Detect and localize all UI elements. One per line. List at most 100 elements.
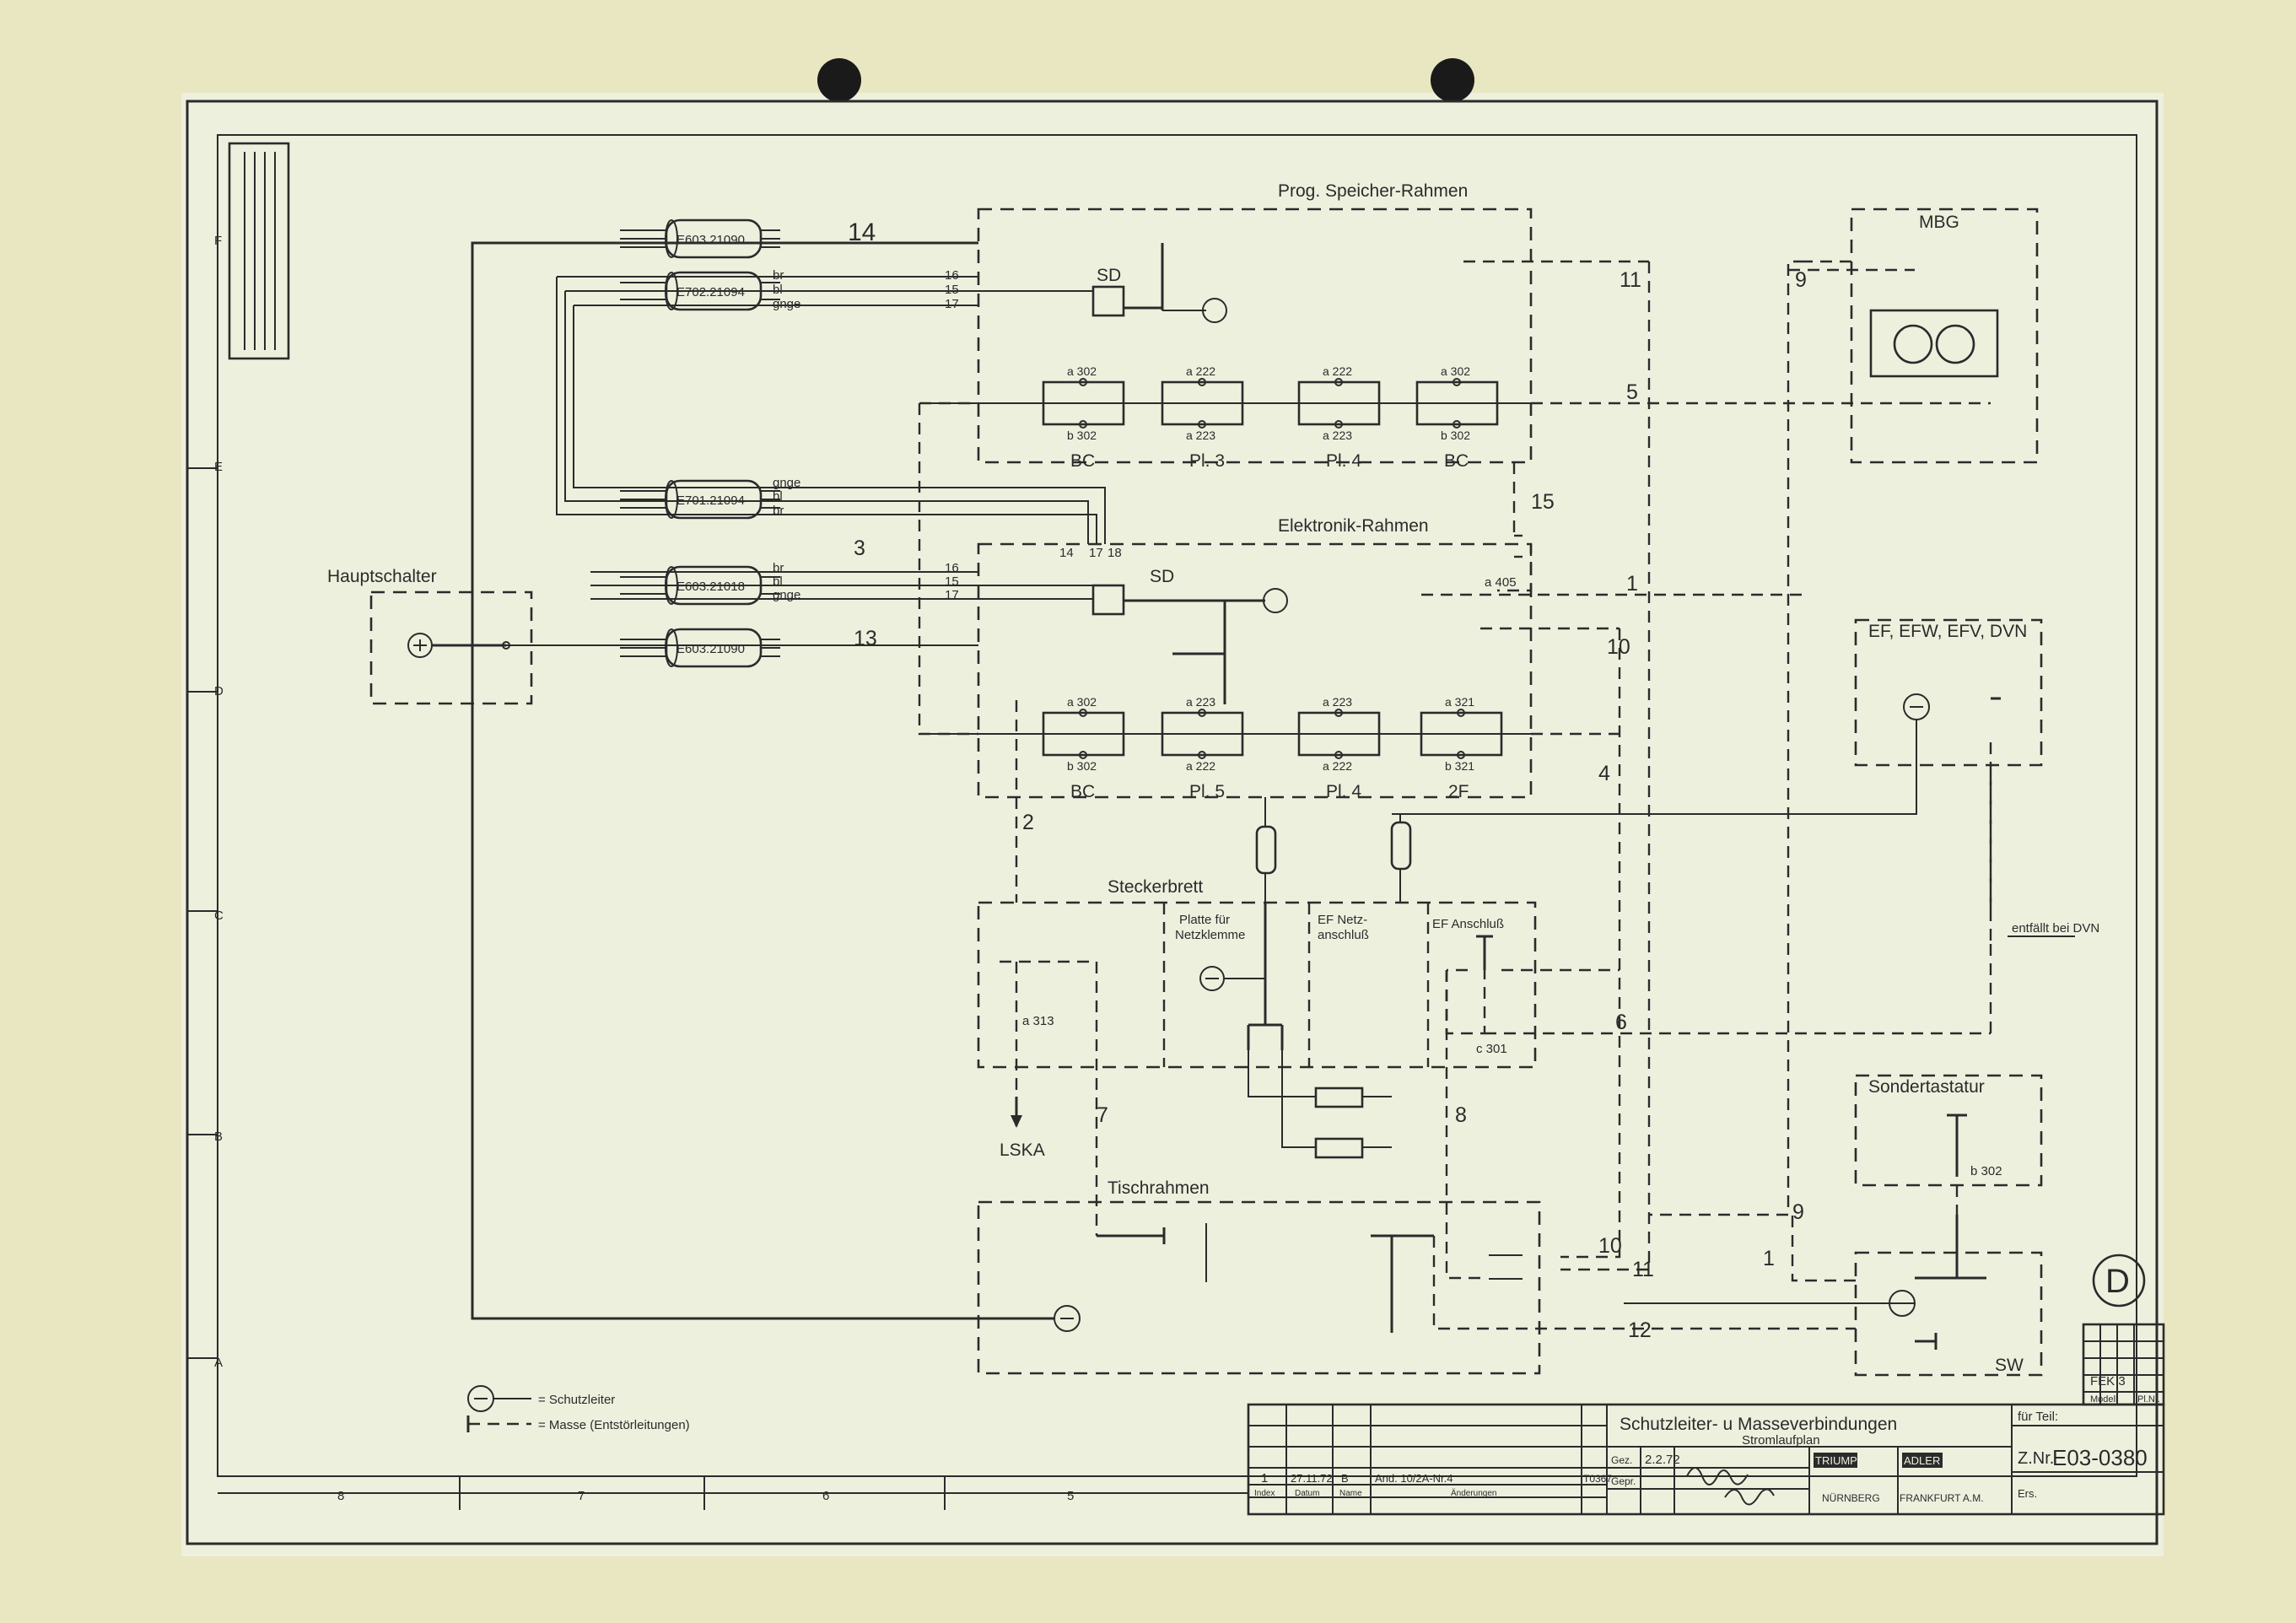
- grid-number-6: 6: [822, 1489, 829, 1503]
- platte-label: Platte für: [1179, 913, 1230, 927]
- znr-value: E03-0380: [2052, 1445, 2148, 1470]
- grid-letter-d: D: [214, 684, 224, 698]
- col-datum: Datum: [1295, 1489, 1319, 1498]
- relay-bottom-label: a 223: [1186, 429, 1215, 442]
- relay-name: BC: [1070, 782, 1095, 801]
- sd-top-label: SD: [1097, 266, 1121, 285]
- legend-masse: = Masse (Entstörleitungen): [538, 1418, 690, 1432]
- relay-top-label: a 302: [1441, 364, 1470, 378]
- pin-17-bottom: 17: [945, 588, 959, 602]
- elektronik-label: Elektronik-Rahmen: [1278, 516, 1429, 536]
- grid-letter-c: C: [214, 909, 224, 923]
- wire-15: 15: [1531, 490, 1555, 514]
- hauptschalter-box: [369, 590, 533, 705]
- adler-city: FRANKFURT A.M.: [1900, 1492, 1984, 1504]
- triumph-logo: [1814, 1453, 1857, 1468]
- title-text: Schutzleiter- u Masseverbindungen: [1620, 1415, 1897, 1434]
- cable-group: E603.21090E702.21094E701.21094E603.21018…: [620, 218, 780, 668]
- grid-number-8: 8: [337, 1489, 344, 1503]
- ef-group-label: EF, EFW, EFV, DVN: [1868, 622, 2027, 641]
- contact-a313: a 313: [1022, 1014, 1054, 1028]
- pin-18: 18: [1108, 546, 1122, 560]
- wire-color-gnge-3: gnge: [773, 588, 800, 602]
- stamp-value: T0367: [1583, 1473, 1612, 1485]
- contact-c301: c 301: [1476, 1042, 1507, 1056]
- relay-top-label: a 222: [1186, 364, 1215, 378]
- col-aenderungen: Änderungen: [1451, 1488, 1497, 1498]
- legend: = Schutzleiter = Masse (Entstörleitungen…: [466, 1385, 690, 1432]
- punch-hole-left: [817, 58, 861, 102]
- drawing-sheet: [181, 93, 2164, 1556]
- relay-bottom-label: b 302: [1441, 429, 1470, 442]
- wire-color-gnge-2: gnge: [773, 476, 800, 490]
- cable-label-4: E603.21018: [676, 580, 745, 594]
- elektronik-box: [977, 542, 1533, 799]
- pin-16-bottom: 16: [945, 561, 959, 575]
- relay-bottom-label: a 222: [1186, 759, 1215, 773]
- gez-label: Gez.: [1611, 1454, 1632, 1466]
- wire-8: 8: [1455, 1103, 1467, 1127]
- grid-bottom: 8 7 6 5: [218, 1476, 1248, 1510]
- ef-group-box: [1854, 618, 2043, 767]
- wire-9-bottom: 9: [1792, 1200, 1804, 1224]
- relay-name: Pl. 3: [1189, 451, 1225, 471]
- wire-11-bottom: 11: [1632, 1258, 1654, 1281]
- lska-label: LSKA: [1000, 1140, 1045, 1160]
- relay-top-label: a 222: [1323, 364, 1352, 378]
- platte-label-2: Netzklemme: [1175, 928, 1245, 942]
- hauptschalter-label: Hauptschalter: [327, 567, 437, 586]
- wire-color-bl-2: bl: [773, 489, 783, 504]
- znr-label: Z.Nr.: [2018, 1449, 2054, 1468]
- title-block: FEK 3 Modell Pl.Nr. Schutzleiter- u Mass…: [1247, 1323, 2165, 1516]
- sondertastatur-label: Sondertastatur: [1868, 1077, 1985, 1097]
- gez-date: 2.2.72: [1645, 1453, 1680, 1467]
- wire-14: 14: [848, 218, 876, 246]
- mbg-device: [1869, 309, 1999, 378]
- grid-letter-f: F: [214, 234, 222, 248]
- modell-label: Modell: [2090, 1394, 2117, 1405]
- mbg-drum-right: [1935, 324, 1975, 364]
- relay-bottom-label: a 223: [1323, 429, 1352, 442]
- wire-10-mid: 10: [1607, 635, 1630, 659]
- grid-number-7: 7: [578, 1489, 585, 1503]
- relay-top-label: a 223: [1186, 695, 1215, 709]
- relay-top-label: a 321: [1445, 695, 1474, 709]
- wire-6: 6: [1615, 1011, 1627, 1034]
- wire-color-gnge-1: gnge: [773, 297, 800, 311]
- sw-label: SW: [1995, 1356, 2024, 1375]
- signature-1: [1686, 1467, 1749, 1486]
- wire-1-bottom: 1: [1763, 1247, 1775, 1270]
- datum-value: 27.11.72: [1291, 1472, 1333, 1485]
- pin-14: 14: [1059, 546, 1074, 560]
- wiring-dashed: [918, 260, 1992, 1330]
- inner-frame: [217, 134, 2137, 1477]
- relay-name: BC: [1070, 451, 1095, 471]
- relay-name: Pl. 5: [1189, 782, 1225, 801]
- sd-bottom-label: SD: [1150, 567, 1174, 586]
- tischrahmen-box: [977, 1200, 1541, 1375]
- plnr-label: Pl.Nr.: [2137, 1394, 2160, 1405]
- cable-label-5: E603.21090: [676, 642, 745, 656]
- contact-a405: a 405: [1485, 575, 1517, 590]
- wire-color-br-2: br: [773, 504, 784, 518]
- wire-2: 2: [1022, 811, 1034, 834]
- wire-9-top: 9: [1795, 268, 1807, 292]
- relay-bottom-label: b 321: [1445, 759, 1474, 773]
- relay-bottom-label: b 302: [1067, 759, 1097, 773]
- relay-name: Pl. 4: [1326, 451, 1361, 471]
- pin-17-top: 17: [945, 297, 959, 311]
- pin-16-top: 16: [945, 268, 959, 283]
- wire-5: 5: [1626, 380, 1638, 404]
- wire-11-top: 11: [1620, 268, 1641, 292]
- ers-label: Ers.: [2018, 1487, 2037, 1500]
- cable-label-2: E702.21094: [676, 285, 745, 299]
